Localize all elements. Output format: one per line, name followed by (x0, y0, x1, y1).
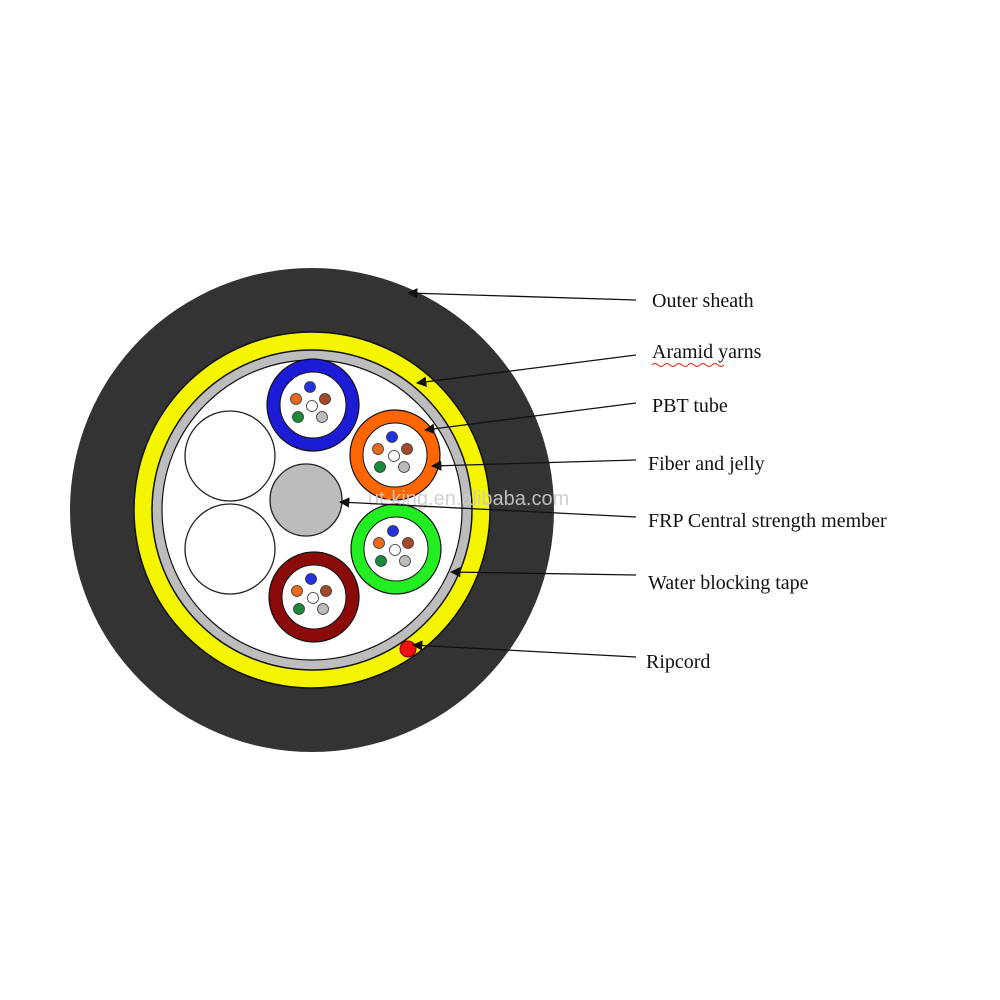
spellcheck-underline (651, 363, 725, 367)
fiber-brown (319, 393, 331, 405)
fiber-grey (398, 461, 410, 473)
fiber-green (293, 603, 305, 615)
fiber-brown (402, 537, 414, 549)
label-ripcord: Ripcord (646, 651, 710, 673)
leader-pbt-tube (423, 402, 637, 434)
label-water-tape: Water blocking tape (648, 572, 809, 594)
label-aramid-yarns: Aramid yarns (652, 341, 762, 363)
fiber-group (290, 381, 414, 615)
fiber-blue (304, 381, 316, 393)
fiber-white (389, 544, 401, 556)
fiber-orange (372, 443, 384, 455)
fiber-white (306, 400, 318, 412)
watermark-text: ut-king.en.alibaba.com (368, 488, 569, 510)
fiber-white (388, 450, 400, 462)
fiber-orange (373, 537, 385, 549)
fiber-grey (399, 555, 411, 567)
leader-aramid-yarns (415, 354, 637, 387)
fiber-orange (290, 393, 302, 405)
leader-outer-sheath (406, 288, 637, 301)
filler-rod (184, 503, 276, 595)
filler-rod (184, 410, 276, 502)
fiber-white (307, 592, 319, 604)
fiber-green (375, 555, 387, 567)
fiber-grey (316, 411, 328, 423)
fiber-orange (291, 585, 303, 597)
fiber-green (374, 461, 386, 473)
leader-fiber-jelly (430, 459, 637, 471)
label-outer-sheath: Outer sheath (652, 290, 754, 312)
leader-water-tape (449, 566, 637, 578)
label-frp-member: FRP Central strength member (648, 510, 887, 532)
ripcord (399, 640, 417, 658)
frp-central-member (269, 463, 343, 537)
fiber-blue (305, 573, 317, 585)
label-fiber-jelly: Fiber and jelly (648, 453, 765, 475)
fiber-blue (386, 431, 398, 443)
fiber-blue (387, 525, 399, 537)
fiber-brown (320, 585, 332, 597)
fiber-grey (317, 603, 329, 615)
leader-frp-member (338, 497, 637, 518)
label-pbt-tube: PBT tube (652, 395, 728, 417)
fiber-brown (401, 443, 413, 455)
leader-ripcord (411, 640, 637, 658)
fiber-green (292, 411, 304, 423)
